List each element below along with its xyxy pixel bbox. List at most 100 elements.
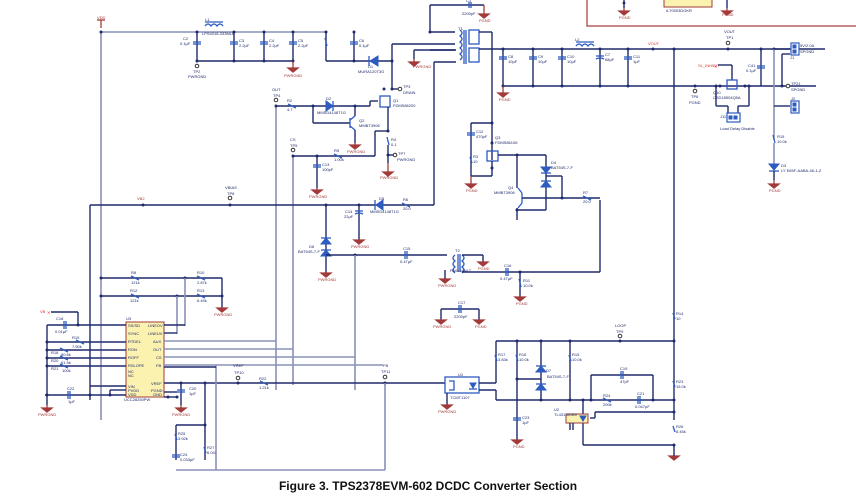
net-label: PWRGND [433, 324, 451, 329]
ground-pgnd: PGND [767, 180, 781, 193]
component-ref-label: L2 [575, 37, 580, 42]
component-ref-label: R27 [207, 445, 215, 450]
component-symbol [767, 163, 781, 171]
schematic-label: FB [156, 363, 161, 368]
component-symbol [468, 29, 480, 45]
component-symbol [582, 195, 592, 201]
component-value-label: 0.47µF [500, 276, 513, 281]
schematic-label: SPGND [791, 87, 805, 92]
ground-pgnd [667, 445, 681, 461]
component-symbol [468, 47, 480, 63]
component-symbol [602, 397, 612, 403]
junction-dot [175, 395, 179, 399]
component-value-label: MMSD4148T1G [370, 209, 399, 214]
component-ref-label: C13 [322, 162, 330, 167]
schematic-label: OUT [153, 347, 162, 352]
component-value-label: 6.04k [207, 450, 217, 455]
test-point-icon [692, 88, 698, 94]
load-switch-q10: SL_INHIBIT ✕ Q10 CSD18504Q5A J11 Load De… [689, 63, 755, 131]
component-ref-label: U3 [126, 316, 132, 321]
component-ref-label: C22 [67, 386, 75, 391]
component-symbol [595, 57, 605, 60]
component-ref-label: C23 [522, 415, 530, 420]
ground-symbol [319, 272, 333, 278]
component-symbol [568, 354, 572, 362]
net-label: VDD [97, 15, 106, 20]
component-value-label: 1.00k [334, 157, 344, 162]
component-value-label: MMSD4148T1G [317, 110, 346, 115]
component-symbol [469, 382, 477, 389]
net-label: PWRGND [318, 277, 336, 282]
schematic-label: ✕ [47, 310, 50, 315]
component-value-label: 10.0k [523, 283, 533, 288]
schematic-label: DRAIN [403, 90, 416, 95]
component-value-label: LPS4018-333MLB [202, 31, 235, 36]
junction-dot [598, 84, 602, 88]
net-label: PWRGND [351, 244, 369, 249]
component-symbol [196, 275, 206, 281]
ground-pwrgnd: PWRGND [284, 61, 302, 78]
component-symbol [515, 354, 519, 362]
component-value-label: 20.0 [583, 199, 592, 204]
vref-section: C20 1µF VREF TP10 R22 1.21k R25 3.92k C2… [164, 363, 385, 471]
component-ref-label: J2 [791, 96, 796, 101]
component-ref-label: J1 [790, 55, 795, 60]
component-ref-label: TP6 [691, 94, 699, 99]
component-ref-label: TP7 [398, 151, 406, 156]
ground-symbol [310, 189, 324, 195]
net-label: PGND [478, 266, 490, 271]
component-symbol [59, 347, 69, 353]
input-filter: L1 LPS4018-333MLB C20.1µF C32.2µF C42.2µ… [180, 17, 328, 79]
junction-dot [718, 84, 722, 88]
component-ref-label: C2 [183, 36, 189, 41]
junction-dot [99, 294, 103, 298]
net-label: VREF [233, 363, 244, 368]
net-label: PGND [516, 301, 528, 306]
ground-pgnd: PGND [472, 319, 487, 329]
component-ref-label: C15 [403, 246, 411, 251]
junction-dot [539, 398, 543, 402]
schematic-label: PWRGND [397, 157, 415, 162]
component-value-label: 10.0k [572, 357, 582, 362]
component-symbol [539, 180, 553, 188]
component-ref-label: R19 [72, 335, 80, 340]
ground-symbol [476, 261, 490, 267]
test-point-icon [290, 147, 296, 153]
component-value-label: 0.1µF [180, 41, 191, 46]
component-ref-label: L1 [205, 17, 210, 22]
component-value-label: FDMS86106 [495, 140, 518, 145]
component-symbol [319, 237, 333, 245]
top-right-circuit-box: ILT0003DGKR [586, 0, 856, 27]
feedback-section: FB TP11 U1 TCMT1107 [293, 341, 674, 470]
component-ref-label: Q1 [393, 98, 399, 103]
component-ref-label: Q3 [495, 135, 501, 140]
component-symbol [349, 115, 356, 121]
net-label: CS [290, 137, 296, 142]
component-ref-label: C21 [637, 391, 645, 396]
component-ref-label: C12 [476, 129, 484, 134]
component-ref-label: TP2 [193, 69, 201, 74]
junction-dot [743, 84, 747, 88]
component-value-label: 0.1 [391, 142, 397, 147]
component-symbol [792, 102, 797, 107]
component-ref-label: Q10 [713, 90, 721, 95]
junction-dot [618, 339, 622, 343]
ground-pgnd: PGND [496, 86, 511, 102]
snubber-section: C60.1µF MURA120T3G D1 [324, 30, 455, 90]
component-ref-label: R2 [287, 98, 293, 103]
component-ref-label: C19 [620, 366, 628, 371]
ground-symbol [513, 296, 527, 302]
component-ref-label: C20 [189, 386, 197, 391]
schematic-label: PGND [689, 100, 701, 105]
component-ref-label: Q4 [508, 185, 514, 190]
component-ref-label: C11 [633, 54, 641, 59]
component-symbol [460, 254, 465, 274]
component-symbol [726, 79, 738, 90]
net-label: PGND [475, 324, 487, 329]
component-symbol [733, 115, 738, 120]
component-value-label: 10 [473, 159, 478, 164]
component-ref-label: D4 [551, 160, 557, 165]
schematic-label: LINEOV [148, 323, 163, 328]
component-ref-label: R7 [583, 190, 589, 195]
